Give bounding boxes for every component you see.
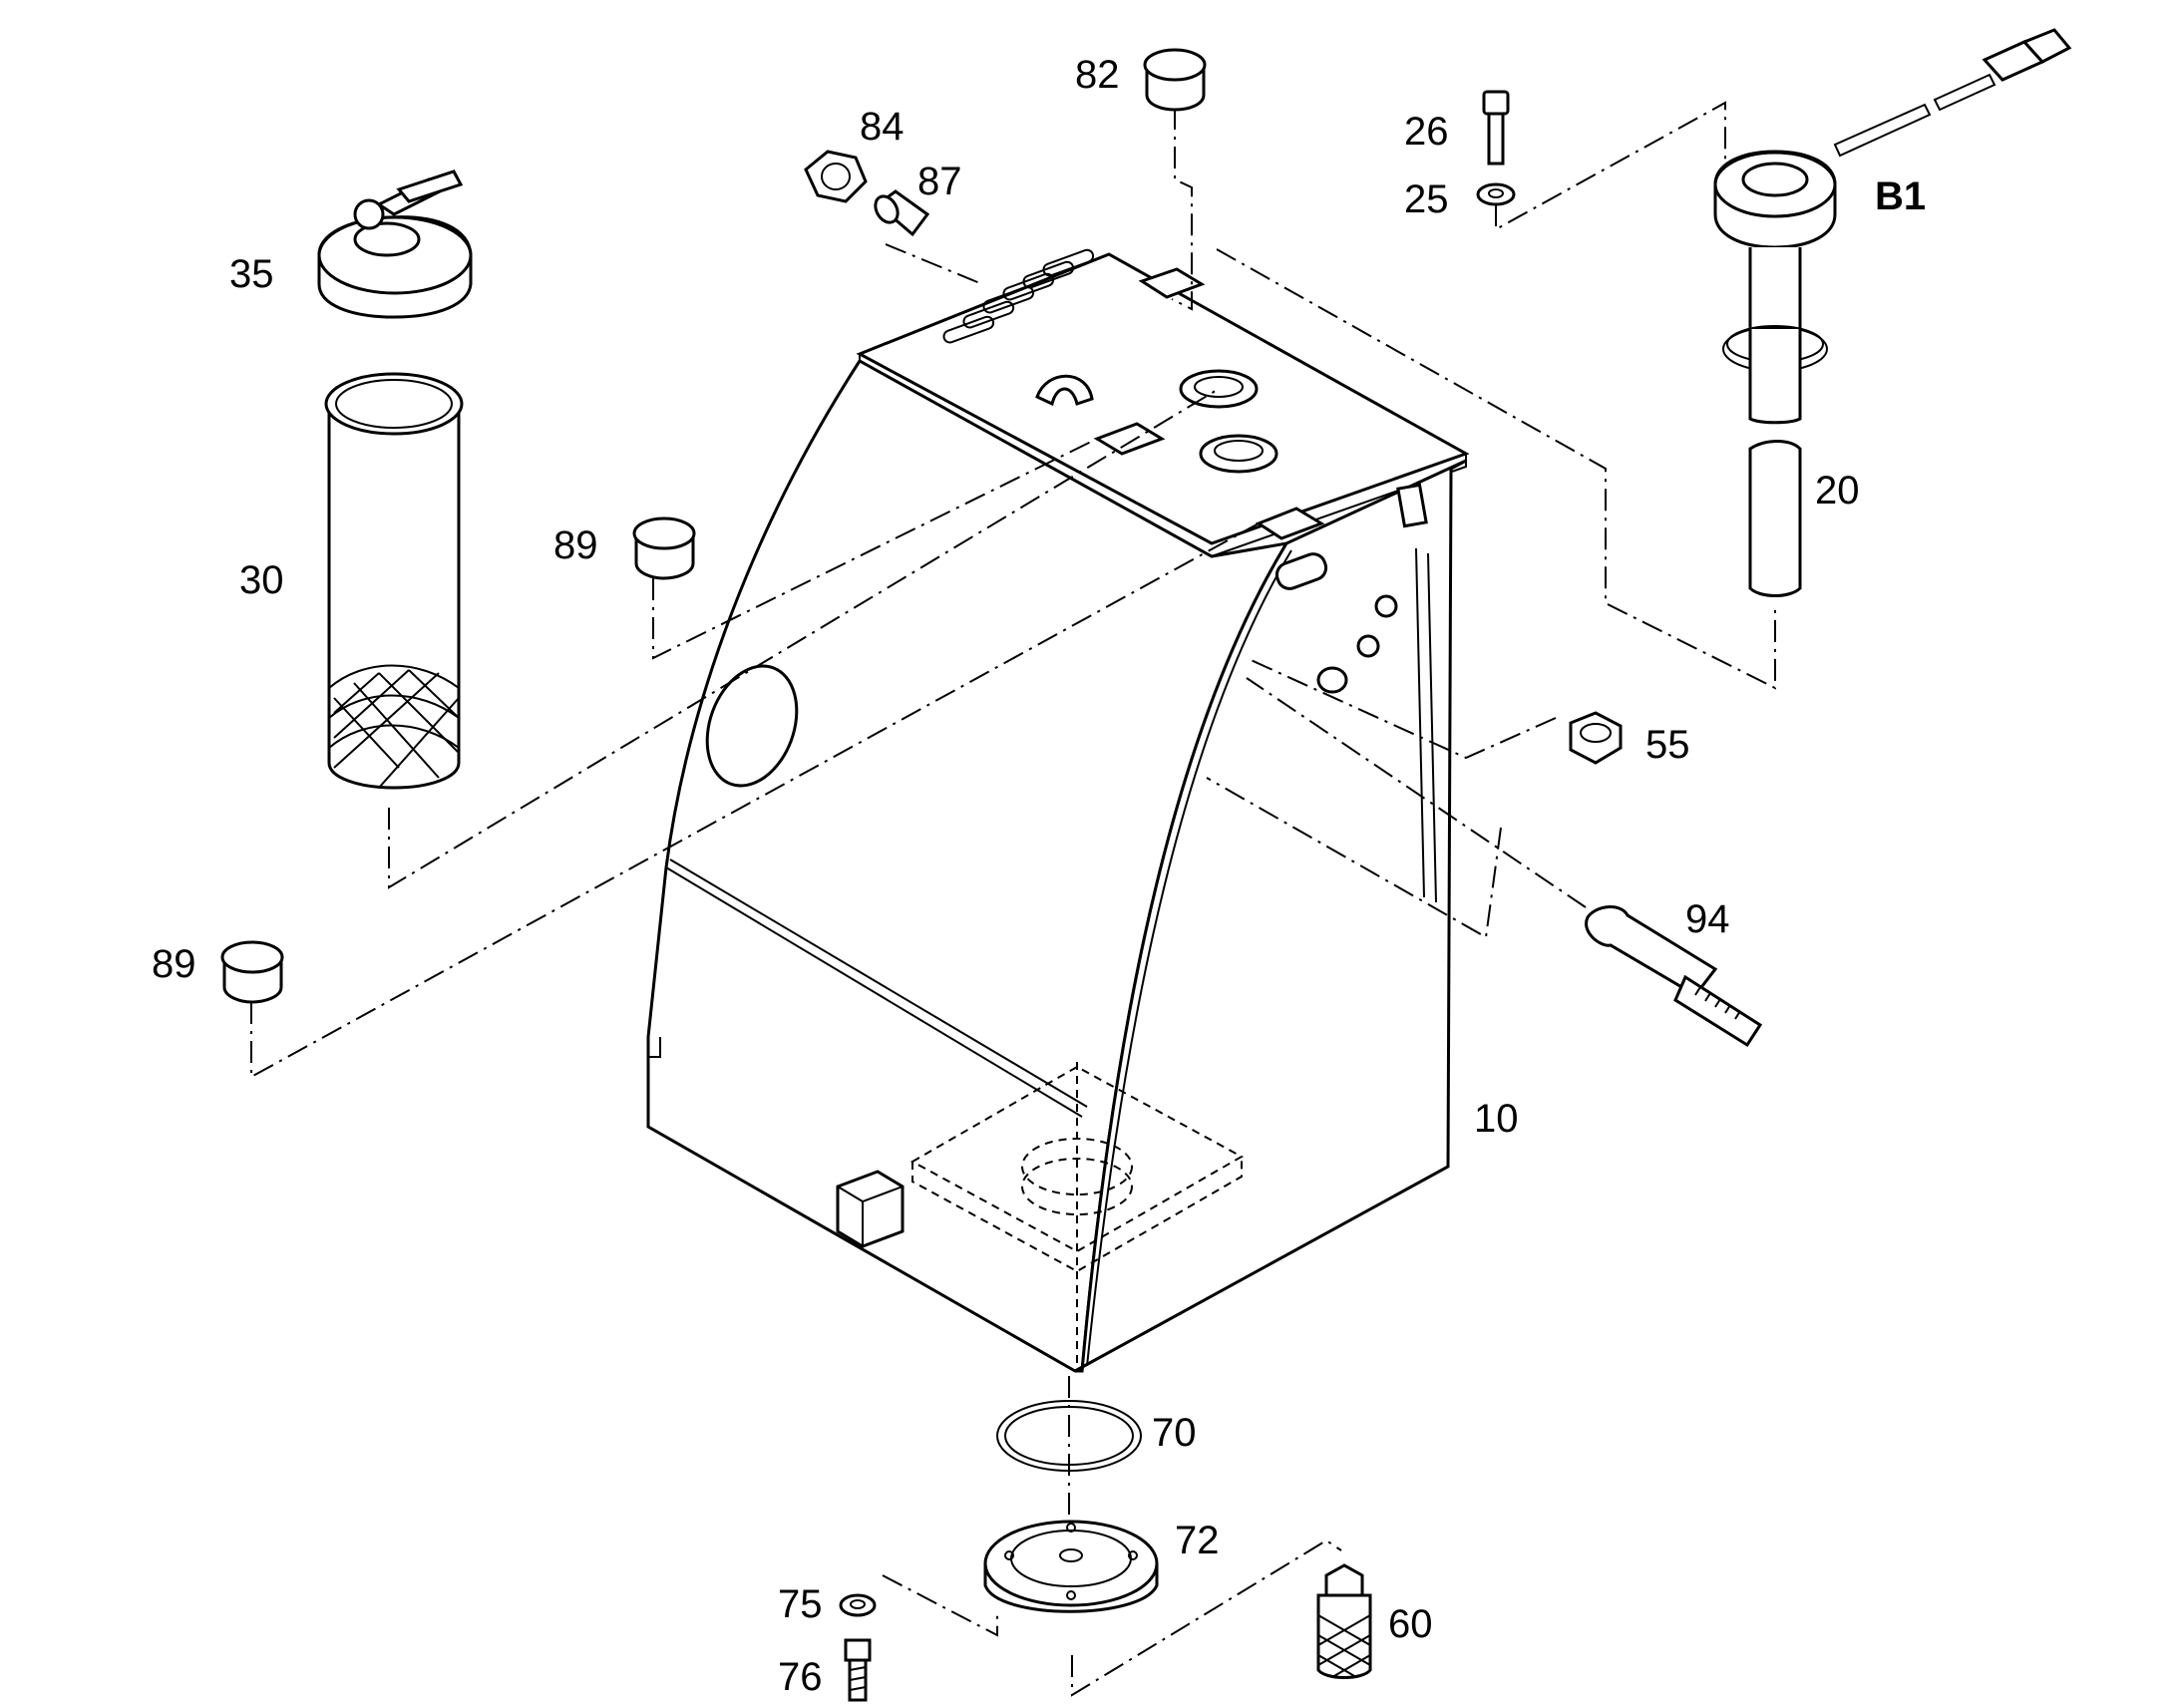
callout-30: 30 — [239, 558, 284, 602]
callout-76: 76 — [778, 1655, 823, 1699]
callout-72: 72 — [1175, 1519, 1220, 1562]
callout-10: 10 — [1474, 1097, 1519, 1141]
locking-fuel-cap: 35 — [229, 170, 473, 319]
callout-26: 26 — [1404, 110, 1449, 154]
o-ring: 70 — [996, 1400, 1197, 1472]
hex-nut: 84 — [804, 105, 905, 203]
callout-25: 25 — [1404, 177, 1449, 221]
drain-plug: 55 — [1569, 711, 1690, 767]
washer-25: 25 — [1404, 177, 1516, 221]
filler-strainer: 30 — [239, 372, 464, 790]
leader-lines — [250, 101, 1776, 1697]
cap-plug: 82 — [1075, 48, 1207, 112]
callout-87: 82 — [1075, 53, 1120, 97]
callout-60: 60 — [1388, 1602, 1433, 1646]
cap-screw: 26 — [1404, 90, 1510, 166]
fuel-tank-body: 10 — [646, 248, 1519, 1373]
callout-70: 70 — [1152, 1411, 1197, 1455]
callout-75: 75 — [778, 1582, 823, 1626]
callout-94: 94 — [1685, 897, 1730, 941]
cover-plate: 72 — [983, 1519, 1220, 1613]
callout-89-upper: 89 — [553, 523, 598, 567]
washer-75: 75 — [778, 1582, 877, 1626]
fitting: 87 — [874, 160, 962, 237]
callout-35: 35 — [229, 252, 274, 296]
bolt-76: 76 — [778, 1638, 872, 1702]
fuel-level-sender: B1 — [1713, 28, 2072, 425]
vent-slots — [942, 248, 1095, 344]
plug-upper: 89 — [553, 516, 696, 580]
callout-B1: B1 — [1875, 174, 1926, 218]
plug-lower: 89 — [152, 940, 284, 1004]
callout-20: 20 — [1815, 469, 1860, 512]
breather-filter: 60 — [1316, 1563, 1433, 1679]
callout-89-lower: 89 — [152, 942, 196, 986]
callout-82: 87 — [917, 160, 962, 203]
sight-gauge: 94 — [1585, 897, 1763, 1048]
sender-tube: 20 — [1748, 440, 1860, 597]
callout-55: 55 — [1645, 723, 1690, 767]
callout-84: 84 — [860, 105, 905, 149]
